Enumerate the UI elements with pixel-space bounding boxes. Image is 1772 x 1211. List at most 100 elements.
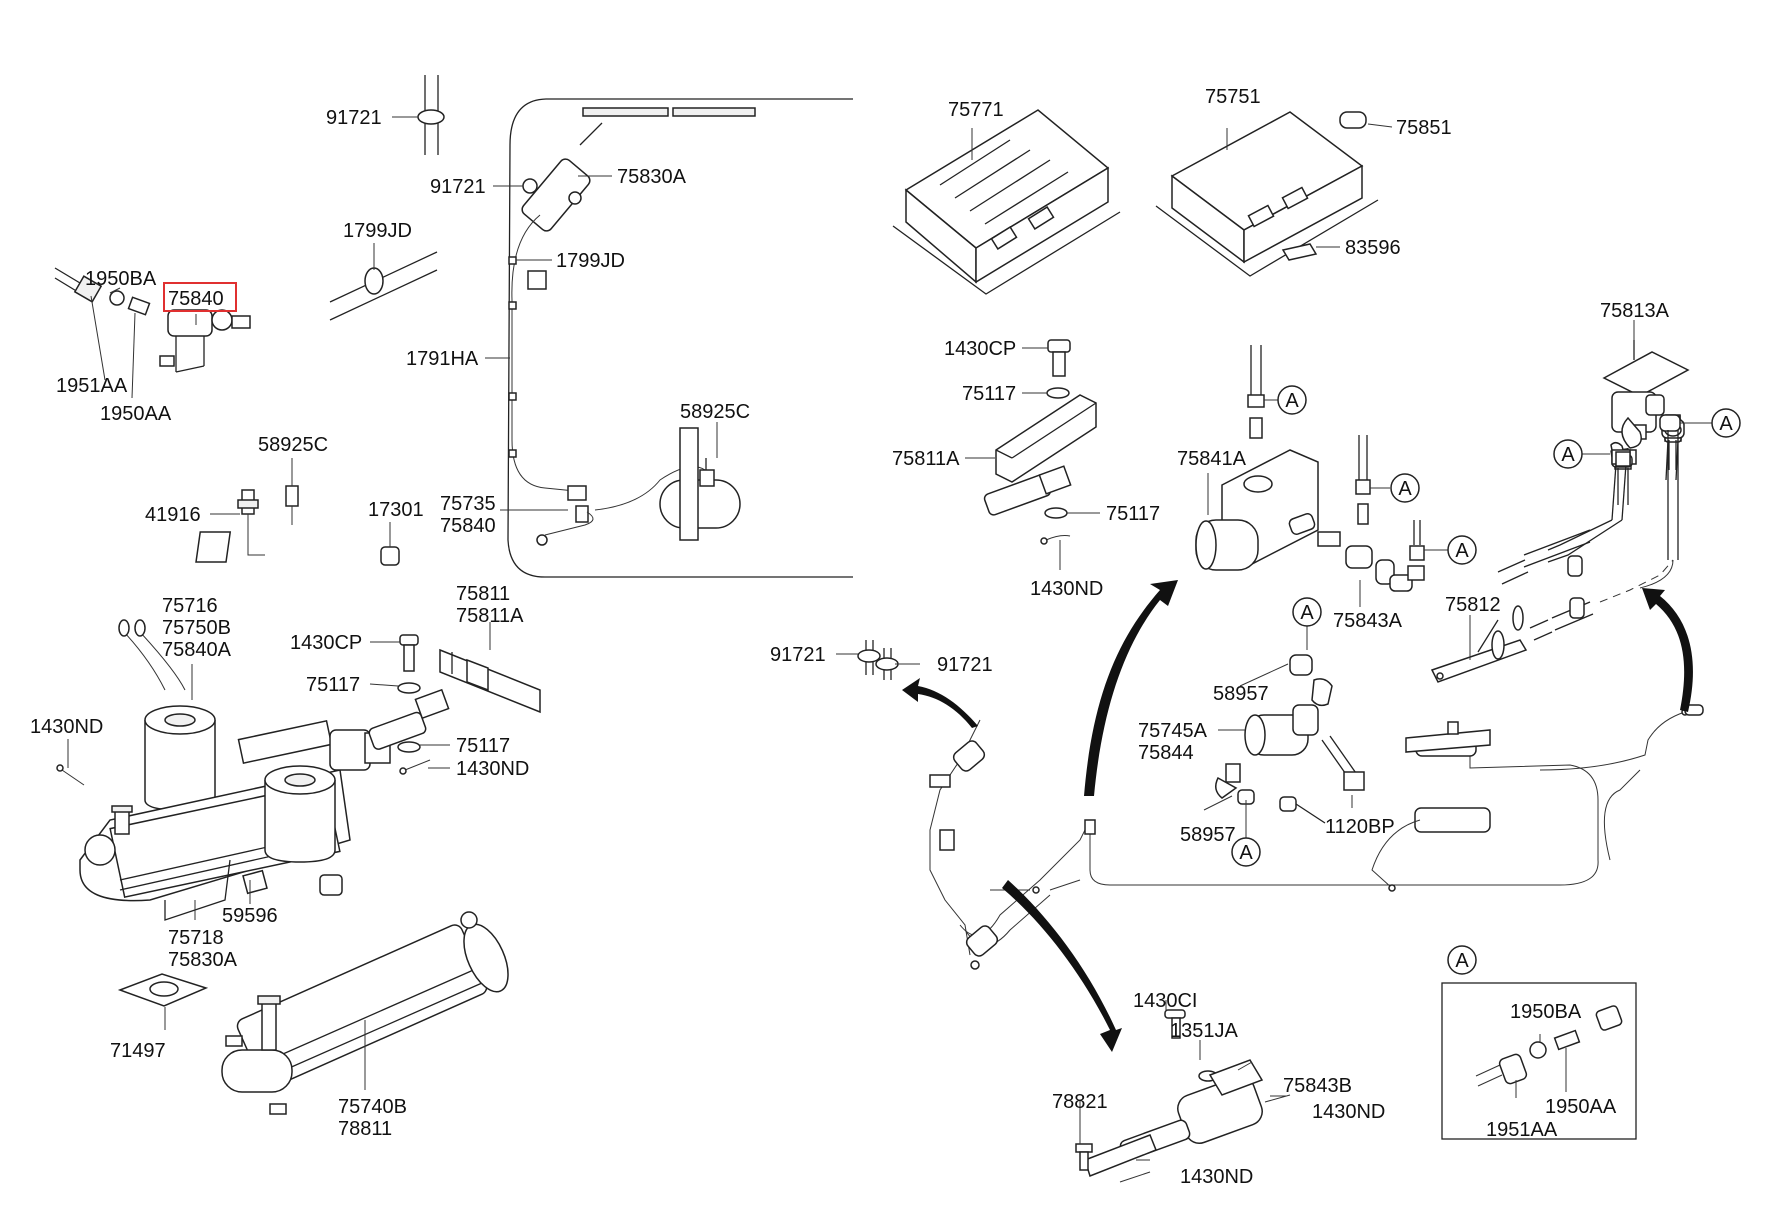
label-1799JD-a: 1799JD — [343, 220, 412, 242]
label-75811A-b: 75811A — [892, 448, 960, 470]
label-75843A: 75843A — [1333, 610, 1403, 632]
label-75830A-a: 75830A — [617, 166, 687, 188]
valve-75745A-group — [1215, 654, 1365, 824]
harness-center — [929, 719, 1096, 970]
label-75851: 75851 — [1396, 117, 1452, 139]
label-41916: 41916 — [145, 504, 201, 526]
label-58925C-b: 58925C — [680, 401, 750, 423]
cover-75751 — [1155, 111, 1379, 277]
label-75840A: 75840A — [162, 639, 232, 661]
label-1951AA-b: 1951AA — [1486, 1119, 1558, 1141]
label-75811A-a: 75811A — [456, 605, 524, 627]
harness-right — [1089, 704, 1704, 892]
label-1430CI: 1430CI — [1133, 990, 1198, 1012]
callout-a-5: A — [1231, 800, 1261, 867]
label-91721-c: 91721 — [770, 644, 826, 666]
bracket-75812 — [1430, 605, 1528, 683]
label-75750B: 75750B — [162, 617, 231, 639]
label-58925C-a: 58925C — [258, 434, 328, 456]
label-75830A-b: 75830A — [168, 949, 238, 971]
valve-75841A — [1195, 345, 1425, 592]
label-75117-c: 75117 — [962, 383, 1016, 405]
callout-a-3: A — [1424, 535, 1477, 565]
part-labels[interactable]: 91721 91721 75830A 1799JD 1799JD 1950BA … — [30, 86, 1670, 1188]
callout-a-7-label: A — [1719, 413, 1733, 435]
cover-75771 — [892, 109, 1121, 295]
label-58957-a: 58957 — [1213, 683, 1269, 705]
label-59596: 59596 — [222, 905, 278, 927]
highlight-box-75840 — [163, 282, 237, 312]
label-75840-highlighted: 75840 — [168, 288, 224, 310]
label-75117-b: 75117 — [456, 735, 510, 757]
label-75735: 75735 — [440, 493, 496, 515]
pipe-clamps-center — [857, 640, 899, 680]
label-75840-b: 75840 — [440, 515, 496, 537]
label-1430ND-a: 1430ND — [30, 716, 103, 738]
label-71497: 71497 — [110, 1040, 166, 1062]
label-1430ND-c: 1430ND — [1030, 578, 1103, 600]
label-58957-b: 58957 — [1180, 824, 1236, 846]
label-75751: 75751 — [1205, 86, 1261, 108]
sensor-group-41916 — [195, 485, 400, 566]
callout-a-5-label: A — [1239, 842, 1253, 864]
label-1950BA-b: 1950BA — [1510, 1001, 1582, 1023]
label-91721-d: 91721 — [937, 654, 993, 676]
label-91721-a: 91721 — [326, 107, 382, 129]
callout-a-3-label: A — [1455, 540, 1469, 562]
label-1430ND-d: 1430ND — [1312, 1101, 1385, 1123]
frame-outline — [507, 98, 853, 578]
callout-a-6: A — [1553, 439, 1610, 469]
label-75718: 75718 — [168, 927, 224, 949]
label-75841A: 75841A — [1177, 448, 1247, 470]
label-1351JA: 1351JA — [1170, 1020, 1238, 1042]
label-75117-d: 75117 — [1106, 503, 1160, 525]
label-75117-a: 75117 — [306, 674, 360, 696]
bracket-75811A — [983, 339, 1097, 545]
label-75812: 75812 — [1445, 594, 1501, 616]
callout-a-4-label: A — [1300, 602, 1314, 624]
callout-a-1-label: A — [1285, 390, 1299, 412]
callout-a-2-label: A — [1398, 478, 1412, 500]
label-1791HA: 1791HA — [406, 348, 479, 370]
cylinder-75843B — [1075, 1009, 1291, 1183]
detail-box-a: A — [1441, 945, 1637, 1140]
label-1950BA-a: 1950BA — [85, 268, 157, 290]
leader-lines — [67, 116, 1635, 1161]
label-17301: 17301 — [368, 499, 424, 521]
label-1430ND-b: 1430ND — [456, 758, 529, 780]
callout-a-6-label: A — [1561, 444, 1575, 466]
label-1799JD-b: 1799JD — [556, 250, 625, 272]
label-1430ND-e: 1430ND — [1180, 1166, 1253, 1188]
label-83596: 83596 — [1345, 237, 1401, 259]
pin-bracket-left — [368, 634, 541, 775]
callout-a-2: A — [1370, 473, 1420, 503]
cylinder-75740B — [221, 911, 509, 1115]
label-75813A: 75813A — [1600, 300, 1670, 322]
gasket-71497 — [117, 973, 209, 1007]
label-75716: 75716 — [162, 595, 218, 617]
label-1430CP-a: 1430CP — [290, 632, 362, 654]
main-valve-assembly — [56, 619, 391, 921]
label-1950AA-b: 1950AA — [1545, 1096, 1617, 1118]
label-75811-a: 75811 — [456, 583, 510, 605]
pipe-clamp-91721-group — [329, 75, 445, 321]
label-78811: 78811 — [338, 1118, 392, 1140]
label-1430CP-b: 1430CP — [944, 338, 1016, 360]
callout-a-7: A — [1680, 408, 1741, 438]
valve-75813A — [1497, 340, 1690, 641]
detail-box-a-title: A — [1455, 950, 1469, 972]
label-75740B: 75740B — [338, 1096, 407, 1118]
label-78821: 78821 — [1052, 1091, 1108, 1113]
callout-a-1: A — [1264, 385, 1307, 415]
label-1120BP: 1120BP — [1325, 816, 1395, 838]
callout-a-4: A — [1292, 597, 1322, 650]
label-91721-b: 91721 — [430, 176, 486, 198]
label-75745A: 75745A — [1138, 720, 1208, 742]
label-1950AA-a: 1950AA — [100, 403, 172, 425]
label-75844: 75844 — [1138, 742, 1194, 764]
label-75843B: 75843B — [1283, 1075, 1352, 1097]
label-1951AA-a: 1951AA — [56, 375, 128, 397]
label-75771: 75771 — [948, 99, 1004, 121]
flow-arrows — [902, 580, 1693, 1052]
